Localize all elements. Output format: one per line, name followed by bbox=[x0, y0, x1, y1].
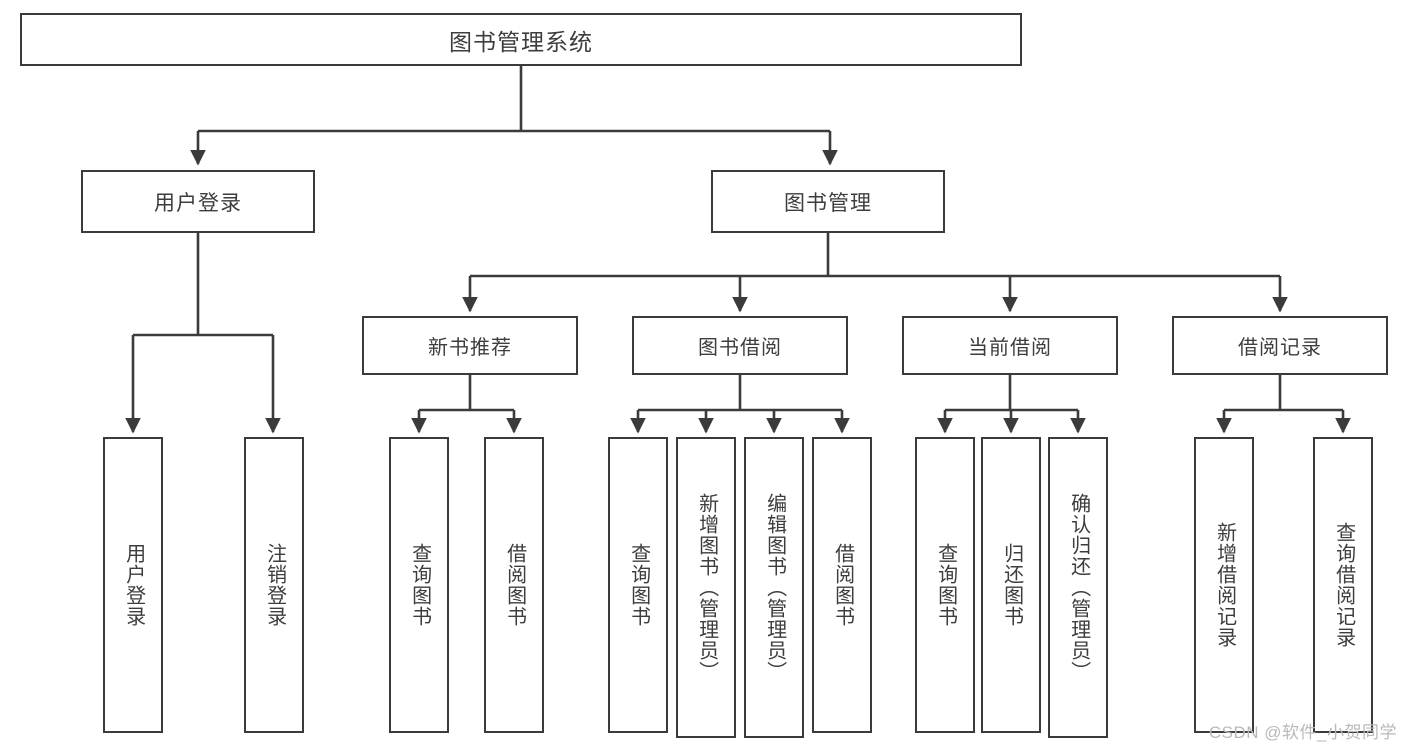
node-label: 新增借阅记录 bbox=[1213, 522, 1236, 648]
node-label: 查询图书 bbox=[934, 543, 957, 627]
node-label: 图书管理系统 bbox=[449, 28, 593, 55]
node-leaf-add-borrow-record[interactable]: 新增借阅记录 bbox=[1194, 437, 1254, 733]
node-leaf-edit-book-admin[interactable]: 编辑图书（管理员） bbox=[744, 437, 804, 738]
node-label: 注销登录 bbox=[263, 543, 286, 627]
node-label: 查询图书 bbox=[627, 543, 650, 627]
node-label: 新书推荐 bbox=[428, 337, 512, 359]
node-label: 归还图书 bbox=[1000, 543, 1023, 627]
node-label: 当前借阅 bbox=[968, 337, 1052, 359]
node-borrowing-records[interactable]: 借阅记录 bbox=[1172, 316, 1388, 375]
node-current-borrowing[interactable]: 当前借阅 bbox=[902, 316, 1118, 375]
node-book-management-system[interactable]: 图书管理系统 bbox=[20, 13, 1022, 66]
node-label: 用户登录 bbox=[122, 543, 145, 627]
node-leaf-borrow-books[interactable]: 借阅图书 bbox=[812, 437, 872, 733]
node-label: 查询借阅记录 bbox=[1332, 522, 1355, 648]
node-leaf-query-borrow-record[interactable]: 查询借阅记录 bbox=[1313, 437, 1373, 733]
node-label: 查询图书 bbox=[408, 543, 431, 627]
node-leaf-borrow-books-recommend[interactable]: 借阅图书 bbox=[484, 437, 544, 733]
node-label: 编辑图书（管理员） bbox=[763, 493, 786, 682]
node-label: 用户登录 bbox=[154, 191, 242, 215]
node-leaf-user-login[interactable]: 用户登录 bbox=[103, 437, 163, 733]
node-new-book-recommendation[interactable]: 新书推荐 bbox=[362, 316, 578, 375]
node-book-management[interactable]: 图书管理 bbox=[711, 170, 945, 233]
node-leaf-confirm-return-admin[interactable]: 确认归还（管理员） bbox=[1048, 437, 1108, 738]
node-leaf-query-books-borrowing[interactable]: 查询图书 bbox=[608, 437, 668, 733]
node-label: 借阅图书 bbox=[503, 543, 526, 627]
node-label: 新增图书（管理员） bbox=[695, 493, 718, 682]
node-label: 借阅记录 bbox=[1238, 337, 1322, 359]
node-leaf-return-books[interactable]: 归还图书 bbox=[981, 437, 1041, 733]
node-label: 确认归还（管理员） bbox=[1067, 493, 1090, 682]
node-user-login[interactable]: 用户登录 bbox=[81, 170, 315, 233]
node-leaf-query-books-current[interactable]: 查询图书 bbox=[915, 437, 975, 733]
node-book-borrowing[interactable]: 图书借阅 bbox=[632, 316, 848, 375]
node-leaf-add-book-admin[interactable]: 新增图书（管理员） bbox=[676, 437, 736, 738]
node-label: 借阅图书 bbox=[831, 543, 854, 627]
node-leaf-logout[interactable]: 注销登录 bbox=[244, 437, 304, 733]
node-label: 图书借阅 bbox=[698, 337, 782, 359]
csdn-watermark: CSDN @软件_小贺同学 bbox=[1208, 723, 1397, 742]
node-leaf-query-books-recommend[interactable]: 查询图书 bbox=[389, 437, 449, 733]
node-label: 图书管理 bbox=[784, 191, 872, 215]
